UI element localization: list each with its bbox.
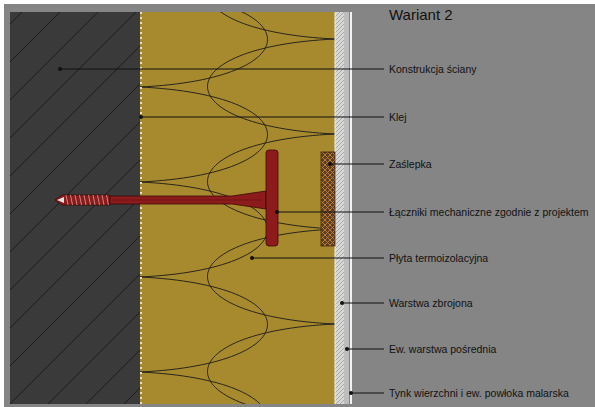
leader-dot [345, 347, 349, 351]
callout-label: Ew. warstwa pośrednia [389, 342, 496, 356]
leader-dot [340, 301, 344, 305]
leader-dot [58, 67, 62, 71]
callout-label: Klej [389, 110, 407, 124]
leader-dot [328, 162, 332, 166]
top-render-layer [350, 12, 352, 404]
insulation-board [140, 12, 335, 404]
callout-label: Płyta termoizolacyjna [389, 251, 488, 265]
diagram-title: Wariant 2 [389, 6, 453, 24]
leader-line [252, 258, 384, 259]
leader-dot [139, 115, 143, 119]
callout-label: Warstwa zbrojona [389, 296, 473, 310]
wall-hatching [10, 12, 140, 404]
leader-dot [275, 210, 279, 214]
mechanical-anchor [55, 150, 278, 246]
leader-line [277, 212, 384, 213]
wall-construction [10, 12, 140, 404]
leader-line [351, 393, 384, 394]
plug-cap [321, 152, 335, 246]
callout-label: Łączniki mechaniczne zgodnie z projektem [389, 205, 589, 219]
leader-line [141, 117, 384, 118]
insulation-fibre-pattern [140, 12, 335, 404]
intermediate-layer [344, 12, 349, 404]
background-panel [4, 4, 595, 407]
leader-line [330, 164, 384, 165]
leader-line [342, 303, 384, 304]
reinforced-layer [335, 12, 344, 404]
leader-dot [250, 256, 254, 260]
callout-label: Tynk wierzchni i ew. powłoka malarska [389, 386, 569, 400]
leader-line [347, 349, 384, 350]
leader-dot [349, 391, 353, 395]
leader-line [60, 69, 384, 70]
adhesive-layer [140, 12, 142, 404]
callout-label: Zaślepka [389, 157, 432, 171]
callout-label: Konstrukcja ściany [389, 62, 477, 76]
